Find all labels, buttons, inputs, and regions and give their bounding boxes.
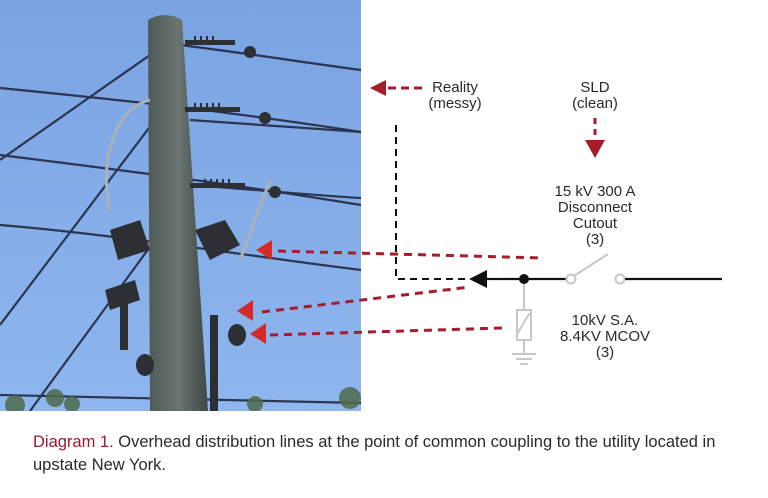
cutout-label: 15 kV 300 A Disconnect Cutout (3) xyxy=(535,184,655,248)
cutout-label-line2: Disconnect xyxy=(557,199,633,216)
ground-icon xyxy=(512,353,536,365)
reality-label-line1: Reality xyxy=(432,79,478,96)
junction-node-icon xyxy=(519,274,529,284)
reality-label-line2: (messy) xyxy=(428,95,482,112)
reality-label: Reality (messy) xyxy=(420,80,490,112)
surge-arrester-icon xyxy=(515,284,532,353)
arrester-label: 10kV S.A. 8.4KV MCOV (3) xyxy=(545,313,665,361)
sld-label: SLD (clean) xyxy=(560,80,630,112)
utility-pole-photo xyxy=(0,0,361,411)
caption-text: Overhead distribution lines at the point… xyxy=(33,433,716,474)
arrester-label-line2: 8.4KV MCOV xyxy=(559,328,651,345)
switch-terminal-icon xyxy=(614,273,626,285)
sld-schematic xyxy=(469,253,722,365)
figure-caption: Diagram 1. Overhead distribution lines a… xyxy=(33,431,753,477)
disconnect-switch-blade-icon xyxy=(573,253,609,277)
reality-pointer-arrow xyxy=(370,80,424,96)
cutout-label-line1: 15 kV 300 A xyxy=(554,183,636,200)
cutout-label-line3: Cutout xyxy=(572,215,618,232)
red-arrowheads xyxy=(237,240,272,344)
red-dashed-pointers xyxy=(261,249,545,337)
direction-arrow-icon xyxy=(469,270,487,288)
sld-label-line1: SLD xyxy=(580,79,610,96)
arrester-label-line3: (3) xyxy=(595,344,615,361)
sld-overlay xyxy=(237,80,722,365)
cutout-label-line4: (3) xyxy=(585,231,605,248)
switch-terminal-icon xyxy=(565,273,577,285)
caption-lead: Diagram 1. xyxy=(33,433,114,451)
sld-label-line2: (clean) xyxy=(572,95,618,112)
sld-pointer-arrow xyxy=(585,118,605,158)
reality-dashed-connector xyxy=(395,125,468,280)
arrester-label-line1: 10kV S.A. xyxy=(571,312,639,329)
